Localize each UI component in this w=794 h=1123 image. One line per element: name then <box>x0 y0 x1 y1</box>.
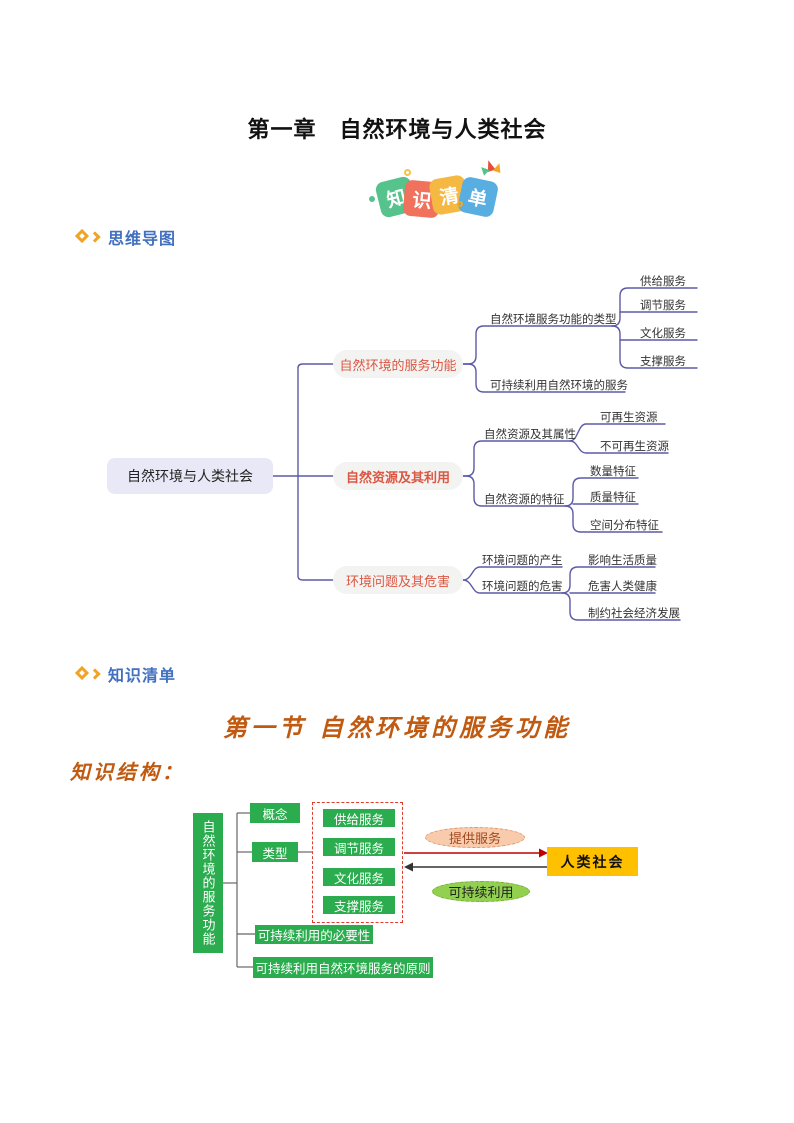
mindmap-leaf-quantity: 数量特征 <box>590 466 636 478</box>
mindmap-node-resource-features: 自然资源的特征 <box>484 494 565 506</box>
mindmap-leaf-culture: 文化服务 <box>640 328 686 340</box>
mindmap-root-node: 自然环境与人类社会 <box>107 458 273 494</box>
mindmap-node-service-types: 自然环境服务功能的类型 <box>490 314 617 326</box>
diamond-arrow-icon <box>74 227 101 247</box>
diamond-arrow-icon <box>74 664 101 684</box>
mindmap-leaf-renewable: 可再生资源 <box>600 412 658 424</box>
section-header-label: 思维导图 <box>108 231 177 248</box>
mindmap-leaf-support: 支撑服务 <box>640 356 686 368</box>
structure-type-box: 类型 <box>252 842 298 862</box>
structure-necessity-box: 可持续利用的必要性 <box>255 925 373 944</box>
types-dashed-frame <box>312 802 403 923</box>
mindmap-leaf-nonrenewable: 不可再生资源 <box>600 441 669 453</box>
diamond-shape <box>74 665 90 681</box>
badge-tile-char: 单 <box>466 186 490 212</box>
section-header-knowledge: 知识清单 <box>74 662 177 686</box>
mindmap-branch-resources: 自然资源及其利用 <box>333 462 463 490</box>
structure-root-box: 自然环境的服务功能 <box>193 813 223 953</box>
mindmap-leaf-health: 危害人类健康 <box>588 581 657 593</box>
provide-arrow <box>404 848 548 858</box>
mindmap-node-sustainable-use: 可持续利用自然环境的服务 <box>490 380 628 392</box>
structure-support-box: 支撑服务 <box>323 896 395 914</box>
chevron-shape <box>89 231 101 243</box>
mindmap-branch-problems: 环境问题及其危害 <box>333 566 463 594</box>
chevron-shape <box>89 668 101 680</box>
mindmap-leaf-quality: 质量特征 <box>590 492 636 504</box>
mindmap-leaf-economy: 制约社会经济发展 <box>588 608 680 620</box>
mindmap-node-problem-origin: 环境问题的产生 <box>482 555 563 567</box>
badge-tile-4: 单 <box>456 175 500 219</box>
mindmap-leaf-regulate: 调节服务 <box>640 300 686 312</box>
structure-principle-box: 可持续利用自然环境服务的原则 <box>253 957 433 978</box>
badge-green-dot <box>369 196 375 202</box>
structure-supply-box: 供给服务 <box>323 809 395 827</box>
lesson-heading: 第一节 自然环境的服务功能 <box>222 713 572 742</box>
badge-orange-ring <box>457 201 463 207</box>
chapter-title: 第一章 自然环境与人类社会 <box>247 117 547 142</box>
mindmap-leaf-spatial: 空间分布特征 <box>590 520 659 532</box>
mindmap-leaf-life-quality: 影响生活质量 <box>588 555 657 567</box>
sustainable-use-ellipse: 可持续利用 <box>432 881 530 902</box>
badge-yellow-ring <box>404 169 411 176</box>
mindmap-node-problem-harm: 环境问题的危害 <box>482 581 563 593</box>
mindmap-node-resource-attributes: 自然资源及其属性 <box>484 429 576 441</box>
diamond-shape <box>74 228 90 244</box>
section-header-mindmap: 思维导图 <box>74 225 177 249</box>
human-society-box: 人类社会 <box>547 847 638 876</box>
sustain-arrow <box>404 862 547 872</box>
section-header-label: 知识清单 <box>108 668 177 685</box>
provide-service-ellipse: 提供服务 <box>425 827 525 848</box>
structure-concept-box: 概念 <box>250 803 300 823</box>
structure-culture-box: 文化服务 <box>323 868 395 886</box>
mindmap-leaf-supply: 供给服务 <box>640 276 686 288</box>
mindmap-branch-services: 自然环境的服务功能 <box>333 350 463 378</box>
structure-regulate-box: 调节服务 <box>323 838 395 856</box>
knowledge-structure-label: 知识结构： <box>70 760 185 784</box>
badge-spark-orange <box>492 161 504 174</box>
